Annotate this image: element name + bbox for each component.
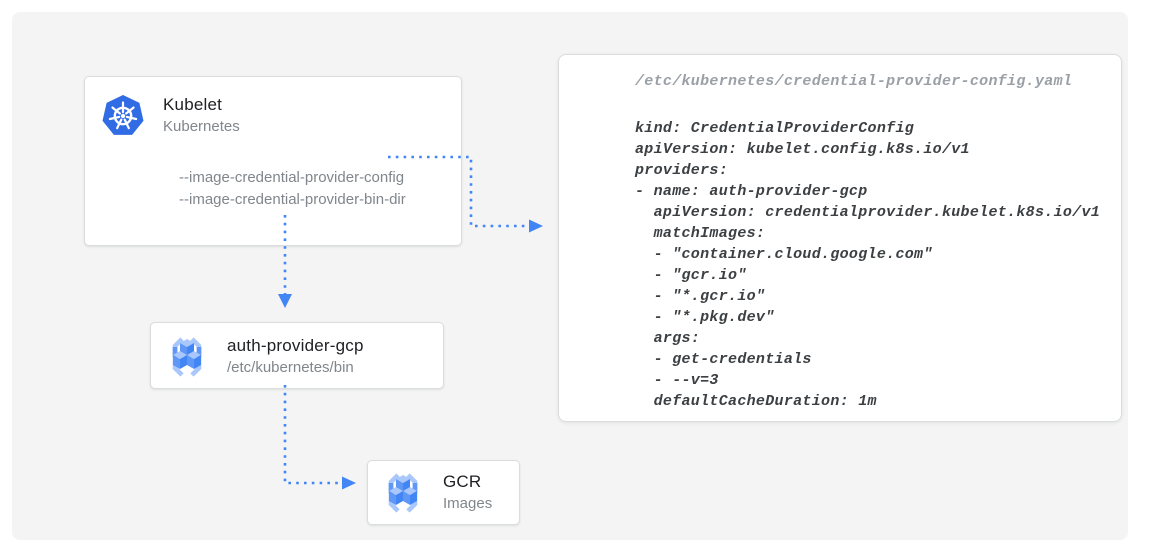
- auth-provider-title: auth-provider-gcp: [227, 336, 364, 355]
- kubelet-title: Kubelet: [163, 95, 223, 114]
- flag-image-credential-provider-config: --image-credential-provider-config: [179, 169, 405, 186]
- code-body: kind: CredentialProviderConfig apiVersio…: [635, 120, 1101, 410]
- flag-image-credential-provider-bin-dir: --image-credential-provider-bin-dir: [179, 191, 406, 208]
- diagram-stage: Kubelet Kubernetes --image-credential-pr…: [12, 12, 1128, 540]
- kubelet-header: Kubelet Kubernetes: [101, 94, 461, 143]
- node-kubelet: Kubelet Kubernetes --image-credential-pr…: [84, 76, 462, 246]
- gcr-icon: [165, 335, 209, 384]
- node-gcr: GCR Images: [367, 460, 520, 525]
- auth-provider-path: /etc/kubernetes/bin: [227, 359, 354, 376]
- code-panel: /etc/kubernetes/credential-provider-conf…: [558, 54, 1122, 422]
- gcr-icon: [381, 471, 425, 520]
- code-filename: /etc/kubernetes/credential-provider-conf…: [635, 73, 1073, 90]
- node-auth-provider-gcp: auth-provider-gcp /etc/kubernetes/bin: [150, 322, 444, 389]
- gcr-subtitle: Images: [443, 495, 493, 512]
- kubelet-subtitle: Kubernetes: [163, 118, 240, 135]
- kubernetes-icon: [101, 94, 145, 143]
- gcr-title: GCR: [443, 472, 482, 491]
- kubelet-flags: --image-credential-provider-config --ima…: [179, 167, 461, 211]
